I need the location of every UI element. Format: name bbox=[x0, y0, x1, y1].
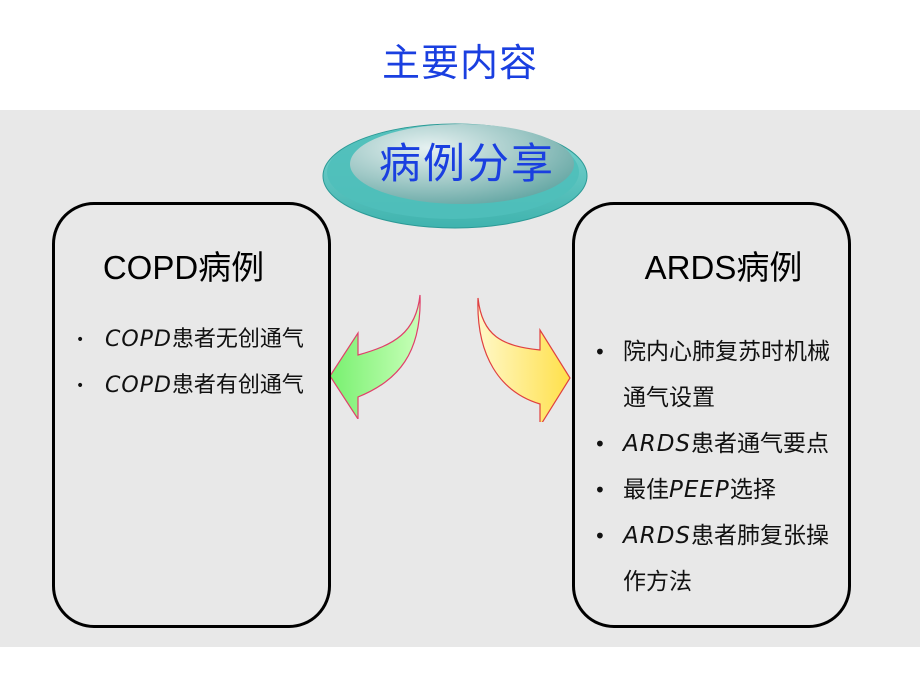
list-item: • 最佳PEEP选择 bbox=[590, 467, 840, 513]
copd-case-list: • COPD患者无创通气 • COPD患者有创通气 bbox=[73, 317, 318, 409]
bullet-icon: • bbox=[76, 332, 85, 348]
bullet-icon: • bbox=[594, 340, 606, 364]
list-item: • COPD患者有创通气 bbox=[73, 363, 318, 409]
bullet-icon: • bbox=[76, 378, 85, 394]
center-badge-label: 病例分享 bbox=[378, 139, 555, 188]
list-item: • ARDS患者肺复张操作方法 bbox=[590, 513, 840, 605]
ards-case-list: • 院内心肺复苏时机械通气设置 • ARDS患者通气要点 • 最佳PEEP选择 … bbox=[590, 329, 840, 605]
center-badge: 病例分享 bbox=[322, 112, 590, 230]
copd-case-box: COPD病例 • COPD患者无创通气 • COPD患者有创通气 bbox=[52, 202, 331, 628]
ards-case-box: ARDS病例 • 院内心肺复苏时机械通气设置 • ARDS患者通气要点 • 最佳… bbox=[572, 202, 851, 628]
curved-arrow-left-icon bbox=[329, 294, 421, 419]
bullet-icon: • bbox=[594, 432, 606, 456]
slide-title: 主要内容 bbox=[381, 41, 538, 85]
list-item: • ARDS患者通气要点 bbox=[590, 421, 840, 467]
list-item: • COPD患者无创通气 bbox=[73, 317, 318, 363]
list-item: • 院内心肺复苏时机械通气设置 bbox=[590, 329, 840, 421]
bullet-icon: • bbox=[594, 478, 606, 502]
ards-case-title: ARDS病例 bbox=[644, 249, 803, 286]
oval-shape bbox=[322, 123, 588, 229]
bullet-icon: • bbox=[594, 524, 606, 548]
copd-case-title: COPD病例 bbox=[102, 249, 265, 286]
curved-arrow-right-icon bbox=[477, 297, 571, 422]
